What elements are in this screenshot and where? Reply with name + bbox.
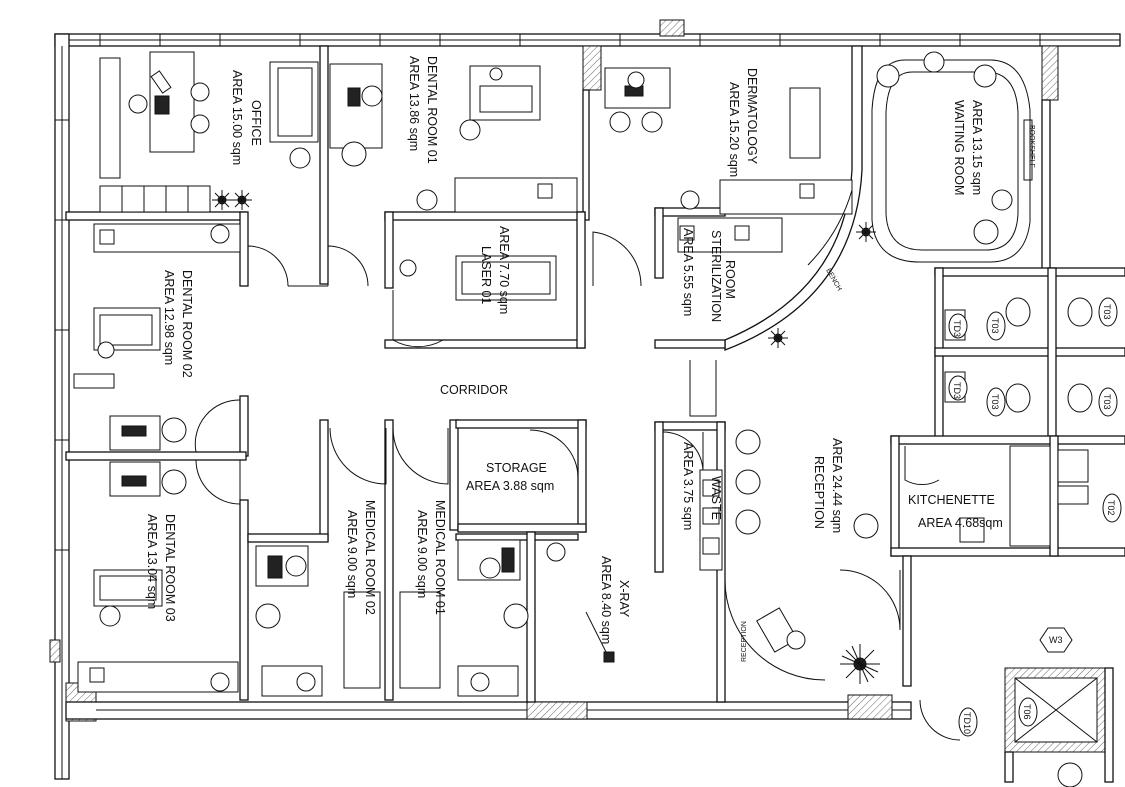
dental2-area: AREA 12.98 sqm — [162, 270, 176, 365]
sterilization-name2: ROOM — [723, 260, 737, 299]
storage-area: AREA 3.88 sqm — [466, 479, 554, 493]
tag-t02: T02 — [1106, 500, 1116, 516]
dental3-label: DENTAL ROOM 03 AREA 13.04 sqm — [145, 514, 177, 622]
corridor-name: CORRIDOR — [440, 383, 508, 397]
dental1-label: AREA 13.86 sqm DENTAL ROOM 01 — [407, 56, 439, 164]
kitchenette-area: AREA 4.68sqm — [918, 516, 1003, 530]
waste-area-label: AREA 3.75 sqm — [681, 442, 695, 530]
dental3-name: DENTAL ROOM 03 — [163, 514, 177, 622]
plants — [212, 190, 880, 684]
waiting-name: WAITING ROOM — [952, 100, 966, 195]
doors — [194, 231, 961, 741]
tags: TD3 TD3 T03 T03 T03 T03 T02 TD10 T06 W3 — [948, 297, 1122, 737]
reception-area: AREA 24.44 sqm — [830, 438, 844, 533]
tag-w3: W3 — [1049, 635, 1063, 645]
furniture: BOOKSHELF BENCH — [73, 51, 1093, 787]
waste-label: WASTE — [709, 476, 723, 520]
medical1-name: MEDICAL ROOM 01 — [433, 500, 447, 615]
tag-t03-b: T03 — [1102, 304, 1112, 320]
reception-desk-label: RECEPTION — [741, 621, 748, 662]
waiting-label: WAITING ROOM AREA 13.15 sqm — [952, 100, 984, 195]
bench-label: BENCH — [824, 268, 842, 293]
dental1-area: AREA 13.86 sqm — [407, 56, 421, 151]
medical1-area: AREA 9.00 sqm — [415, 510, 429, 598]
dental1-name: DENTAL ROOM 01 — [425, 56, 439, 164]
dermatology-area: AREA 15.20 sqm — [727, 82, 741, 177]
kitchenette-name: KITCHENETTE — [908, 493, 995, 507]
laser-label: AREA 7.70 sqm LASER 01 — [479, 226, 511, 314]
sterilization-name: STERILIZATION — [709, 230, 723, 322]
xray-area: AREA 8.40 sqm — [599, 556, 613, 644]
storage-name: STORAGE — [486, 461, 547, 475]
xray-name: X-RAY — [617, 580, 631, 618]
xray-label: X-RAY AREA 8.40 sqm — [599, 556, 631, 644]
waste-name: WASTE — [709, 476, 723, 520]
tag-td10: TD10 — [962, 712, 972, 734]
dental3-area: AREA 13.04 sqm — [145, 514, 159, 609]
medical1-label: MEDICAL ROOM 01 AREA 9.00 sqm — [415, 500, 447, 615]
laser-area: AREA 7.70 sqm — [497, 226, 511, 314]
office-label: OFFICE AREA 15.00 sqm — [230, 70, 263, 165]
room-labels: OFFICE AREA 15.00 sqm AREA 13.86 sqm DEN… — [145, 56, 1003, 644]
sterilization-label: STERILIZATION ROOM AREA 5.55 sqm — [681, 228, 737, 322]
medical2-name: MEDICAL ROOM 02 — [363, 500, 377, 615]
tag-t03-d: T03 — [1102, 394, 1112, 410]
tag-td3-b: TD3 — [952, 382, 962, 399]
sterilization-area: AREA 5.55 sqm — [681, 228, 695, 316]
waste-area: AREA 3.75 sqm — [681, 442, 695, 530]
medical2-area: AREA 9.00 sqm — [345, 510, 359, 598]
bookshelf-label: BOOKSHELF — [1028, 125, 1035, 168]
dermatology-label: DERMATOLOGY AREA 15.20 sqm — [727, 68, 759, 177]
interior-walls — [65, 45, 1125, 783]
dental2-name: DENTAL ROOM 02 — [180, 270, 194, 378]
tag-t03-a: T03 — [990, 318, 1000, 334]
reception-name: RECEPTION — [812, 456, 826, 529]
office-name: OFFICE — [249, 100, 263, 146]
exterior-walls — [49, 19, 1121, 780]
office-area: AREA 15.00 sqm — [230, 70, 244, 165]
dental2-label: DENTAL ROOM 02 AREA 12.98 sqm — [162, 270, 194, 378]
tag-t03-c: T03 — [990, 394, 1000, 410]
tag-t06: T06 — [1022, 704, 1032, 720]
medical2-label: MEDICAL ROOM 02 AREA 9.00 sqm — [345, 500, 377, 615]
laser-name: LASER 01 — [479, 246, 493, 304]
reception-label: RECEPTION AREA 24.44 sqm — [812, 438, 844, 533]
tag-td3-a: TD3 — [952, 320, 962, 337]
dermatology-name: DERMATOLOGY — [745, 68, 759, 165]
waiting-area: AREA 13.15 sqm — [970, 100, 984, 195]
